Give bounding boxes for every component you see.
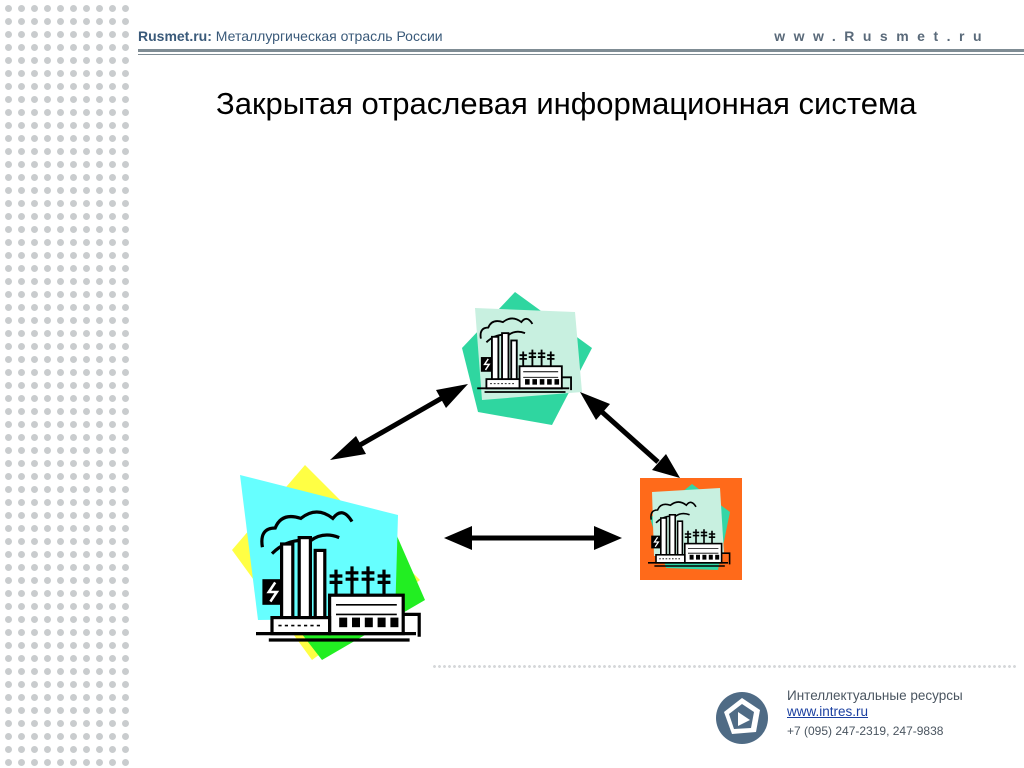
header: Rusmet.ru: Металлургическая отрасль Росс… (138, 28, 990, 48)
brand: Rusmet.ru: Металлургическая отрасль Росс… (138, 28, 443, 44)
footer-dotted-line (432, 664, 1016, 670)
site-url[interactable]: www.Rusmet.ru (774, 28, 990, 44)
node-top (462, 292, 592, 425)
intres-logo-icon (716, 692, 768, 744)
company-name: Интеллектуальные ресурсы (787, 688, 963, 703)
company-url-link[interactable]: www.intres.ru (787, 704, 869, 719)
brand-name: Rusmet.ru: (138, 28, 212, 44)
double-arrow (444, 526, 622, 550)
network-diagram (232, 292, 742, 660)
node-left (232, 465, 425, 660)
double-arrow (330, 384, 468, 460)
dotted-side-panel (0, 0, 130, 768)
header-divider (138, 49, 1024, 52)
node-right (640, 478, 742, 580)
brand-tagline: Металлургическая отрасль России (215, 28, 443, 44)
double-arrow (580, 392, 680, 478)
header-divider-thin (138, 54, 1024, 55)
page-title: Закрытая отраслевая информационная систе… (216, 86, 917, 121)
company-phone: +7 (095) 247-2319, 247-9838 (787, 724, 944, 738)
